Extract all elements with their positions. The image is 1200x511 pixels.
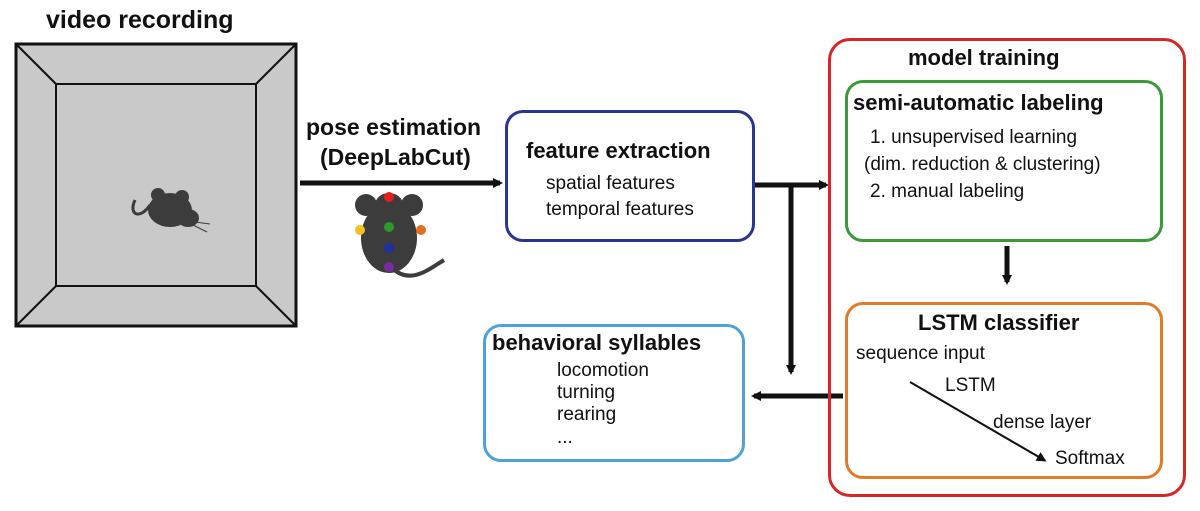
lstm-classifier-box [845, 302, 1163, 479]
labeling-line-3: 2. manual labeling [870, 181, 1025, 202]
semi-automatic-labeling-box [845, 80, 1163, 242]
behavior-item-rearing: rearing [557, 404, 617, 425]
keypoint-left-paw [355, 225, 365, 235]
feature-extraction-title: feature extraction [526, 138, 711, 163]
arena-mouse-icon [131, 188, 211, 233]
pose-estimation-label: pose estimation [306, 114, 482, 140]
behavior-item-locomotion: locomotion [557, 360, 649, 381]
arena-box [14, 42, 298, 328]
lstm-step-softmax: Softmax [1055, 448, 1125, 469]
keypoint-right-paw [416, 225, 426, 235]
model-training-title: model training [908, 45, 1060, 70]
behavior-item-ellipsis: ... [557, 427, 573, 448]
deeplabcut-label: (DeepLabCut) [320, 144, 471, 170]
semi-automatic-labeling-title: semi-automatic labeling [853, 90, 1104, 115]
feature-item-spatial: spatial features [546, 173, 675, 194]
keypoint-center [384, 222, 394, 232]
keypoint-back [384, 243, 394, 253]
lstm-step-dense-layer: dense layer [993, 412, 1092, 433]
behavioral-syllables-title: behavioral syllables [492, 330, 702, 355]
labeling-line-2: (dim. reduction & clustering) [864, 154, 1101, 175]
video-recording-title: video recording [46, 6, 234, 34]
arrow-lstm-sequence [909, 381, 1047, 462]
labeling-line-1: 1. unsupervised learning [870, 127, 1078, 148]
model-training-box [828, 38, 1186, 497]
lstm-step-sequence-input: sequence input [856, 343, 985, 364]
behavioral-syllables-box [483, 324, 745, 462]
behavior-item-turning: turning [557, 382, 616, 403]
lstm-classifier-title: LSTM classifier [918, 310, 1080, 335]
feature-item-temporal: temporal features [546, 199, 694, 220]
keypoint-nose [384, 192, 394, 202]
pose-mouse-icon [355, 193, 446, 278]
lstm-step-lstm: LSTM [945, 375, 996, 396]
keypoint-tail-base [384, 262, 394, 272]
feature-extraction-box [505, 110, 755, 242]
